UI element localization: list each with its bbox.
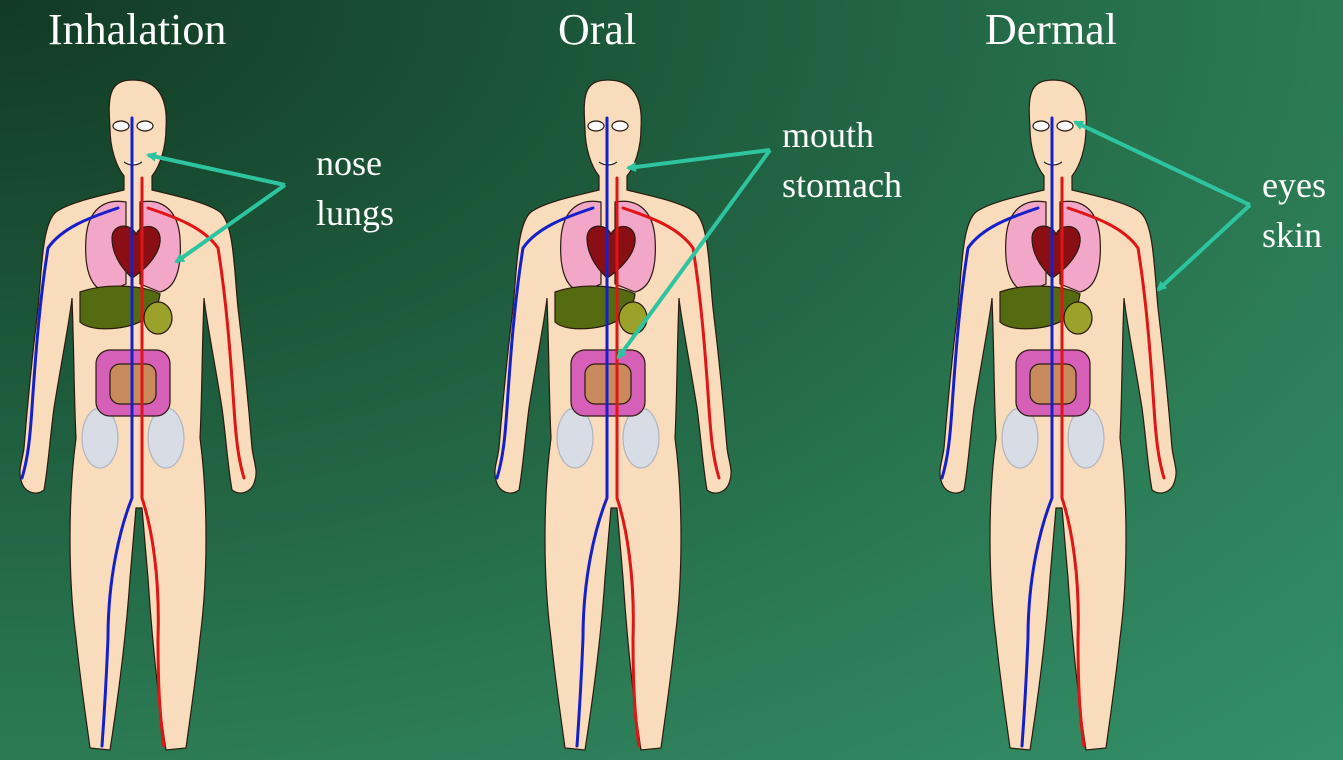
arrow-to-nose: [148, 155, 285, 185]
arrow-to-stomach: [618, 150, 770, 358]
arrow-to-mouth: [628, 150, 770, 168]
arrow-to-skin: [1158, 205, 1250, 290]
arrow-to-lungs: [176, 185, 285, 262]
arrow-to-eyes: [1075, 122, 1250, 205]
